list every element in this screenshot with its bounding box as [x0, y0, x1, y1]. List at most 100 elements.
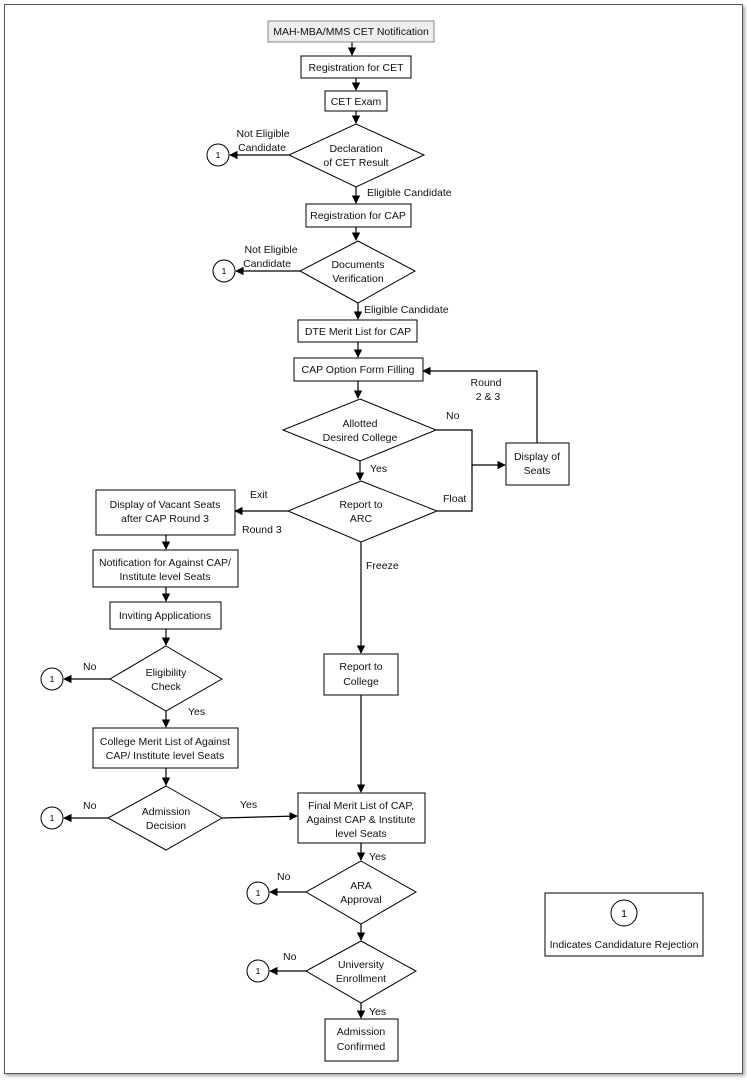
label-not-eligible-1b: Candidate — [238, 142, 286, 154]
registration-cap-label: Registration for CAP — [310, 210, 406, 222]
label-float: Float — [443, 493, 466, 505]
university-line-2: Enrollment — [336, 973, 386, 985]
node-final-merit: Final Merit List of CAP, Against CAP & I… — [297, 792, 426, 844]
declaration-line-1: Declaration — [329, 143, 382, 155]
connector-label: 1 — [256, 888, 261, 898]
college-merit-line-1: College Merit List of Against — [100, 736, 230, 748]
declaration-line-2: of CET Result — [323, 157, 388, 169]
node-registration-cet: Registration for CET — [300, 55, 412, 79]
decision-eligibility: Eligibility Check — [109, 645, 223, 712]
inviting-label: Inviting Applications — [119, 610, 211, 622]
cap-option-label: CAP Option Form Filling — [301, 364, 414, 376]
node-cet-exam: CET Exam — [324, 90, 388, 112]
connector-reject-documents: 1 — [212, 259, 236, 283]
final-merit-line-1: Final Merit List of CAP, — [308, 800, 414, 812]
registration-cet-label: Registration for CET — [308, 62, 404, 74]
label-no-university: No — [283, 951, 297, 963]
label-round-b: 2 & 3 — [476, 391, 501, 403]
label-round-a: Round — [471, 377, 502, 389]
legend-symbol-label: 1 — [621, 908, 627, 920]
label-no-allotted: No — [446, 410, 460, 422]
connector-reject-declaration: 1 — [206, 143, 230, 167]
decision-report-arc: Report to ARC — [286, 480, 439, 543]
notification-against-line-2: Institute level Seats — [119, 571, 210, 583]
legend: 1 Indicates Candidature Rejection — [544, 892, 704, 957]
node-report-college: Report to College — [323, 653, 399, 696]
label-not-eligible-2b: Candidate — [243, 258, 291, 270]
label-exit: Exit — [250, 489, 268, 501]
allotted-line-2: Desired College — [323, 432, 398, 444]
display-seats-line-1: Display of — [514, 451, 560, 463]
node-registration-cap: Registration for CAP — [305, 203, 412, 228]
node-display-vacant: Display of Vacant Seats after CAP Round … — [95, 489, 236, 536]
eligibility-line-1: Eligibility — [146, 667, 188, 679]
legend-symbol — [610, 899, 638, 927]
legend-text: Indicates Candidature Rejection — [550, 939, 699, 951]
admission-decision-line-2: Decision — [146, 820, 186, 832]
display-seats-line-2: Seats — [524, 465, 551, 477]
eligibility-line-2: Check — [151, 681, 182, 693]
college-merit-line-2: CAP/ Institute level Seats — [106, 750, 224, 762]
label-no-eligibility: No — [83, 661, 97, 673]
edges — [63, 42, 538, 1019]
decision-ara: ARA Approval — [304, 860, 418, 925]
report-college-line-1: Report to — [339, 661, 382, 673]
report-arc-line-2: ARC — [350, 513, 373, 525]
connector-label: 1 — [50, 674, 55, 684]
decision-allotted: Allotted Desired College — [281, 398, 438, 462]
edge-admission-final — [221, 812, 298, 821]
connector-label: 1 — [50, 813, 55, 823]
connector-label: 1 — [222, 266, 227, 276]
university-line-1: University — [338, 959, 385, 971]
connector-reject-university: 1 — [246, 959, 270, 983]
decision-university: University Enrollment — [304, 940, 418, 1004]
decision-declaration: Declaration of CET Result — [287, 123, 426, 188]
label-yes-allotted: Yes — [370, 463, 387, 475]
label-yes-eligibility: Yes — [188, 706, 205, 718]
label-round3: Round 3 — [242, 524, 282, 536]
label-yes-admission: Yes — [240, 799, 257, 811]
ara-line-1: ARA — [350, 880, 372, 892]
label-yes-final: Yes — [369, 851, 386, 863]
documents-line-2: Verification — [332, 273, 384, 285]
allotted-line-1: Allotted — [342, 418, 377, 430]
label-eligible-2: Eligible Candidate — [364, 304, 449, 316]
edge-float-display — [437, 465, 473, 512]
edge-labels: Not Eligible Candidate Eligible Candidat… — [83, 128, 502, 1018]
label-not-eligible-1a: Not Eligible — [236, 128, 289, 140]
node-notification: MAH-MBA/MMS CET Notification — [267, 20, 435, 43]
final-merit-line-3: level Seats — [335, 828, 386, 840]
node-cap-option: CAP Option Form Filling — [293, 357, 424, 382]
cet-exam-label: CET Exam — [331, 96, 382, 108]
dte-merit-label: DTE Merit List for CAP — [305, 326, 411, 338]
display-vacant-line-1: Display of Vacant Seats — [110, 499, 221, 511]
node-college-merit: College Merit List of Against CAP/ Insti… — [92, 727, 239, 769]
connector-reject-admission: 1 — [40, 806, 64, 830]
node-display-seats: Display of Seats — [505, 442, 570, 486]
notification-label: MAH-MBA/MMS CET Notification — [273, 26, 429, 38]
connector-label: 1 — [256, 966, 261, 976]
decision-documents: Documents Verification — [298, 240, 417, 304]
label-no-admission: No — [83, 800, 97, 812]
notification-against-line-1: Notification for Against CAP/ — [99, 557, 231, 569]
decision-admission: Admission Decision — [106, 785, 224, 851]
label-freeze: Freeze — [366, 560, 399, 572]
connector-reject-ara: 1 — [246, 881, 270, 905]
display-vacant-line-2: after CAP Round 3 — [121, 513, 209, 525]
documents-line-1: Documents — [331, 259, 384, 271]
report-college-line-2: College — [343, 676, 379, 688]
label-yes-university: Yes — [369, 1006, 386, 1018]
node-admission-confirmed: Admission Confirmed — [324, 1018, 399, 1062]
label-eligible-1: Eligible Candidate — [367, 187, 452, 199]
ara-line-2: Approval — [340, 894, 381, 906]
connector-reject-eligibility: 1 — [40, 667, 64, 691]
edge-display-option — [422, 366, 538, 443]
edge-allotted-display — [436, 429, 506, 470]
admission-confirmed-line-1: Admission — [337, 1026, 386, 1038]
label-not-eligible-2a: Not Eligible — [244, 244, 297, 256]
node-notification-against: Notification for Against CAP/ Institute … — [92, 549, 239, 588]
report-arc-line-1: Report to — [339, 499, 382, 511]
final-merit-line-2: Against CAP & Institute — [307, 814, 416, 826]
node-inviting: Inviting Applications — [109, 601, 222, 630]
